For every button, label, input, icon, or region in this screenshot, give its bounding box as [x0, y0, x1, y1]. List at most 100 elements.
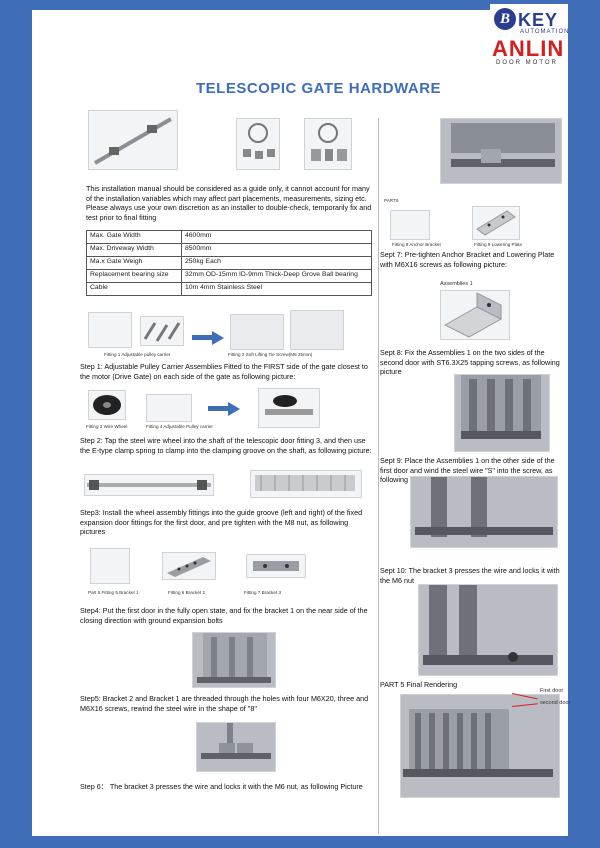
second-door-assembly-image	[454, 374, 550, 452]
step4-text: Step4: Put the first door in the fully o…	[80, 606, 368, 625]
anchor-bracket-image	[390, 210, 430, 240]
page-title: TELESCOPIC GATE HARDWARE	[196, 80, 442, 97]
lowering-plate-image	[472, 206, 520, 240]
spec-value: 8500mm	[181, 243, 372, 257]
assemblies1-label: Assemblies 1	[440, 281, 473, 287]
second-door-label: second door	[540, 700, 571, 706]
bracket2-image	[162, 552, 216, 580]
gate-frame-drawing	[197, 633, 271, 683]
brackets-drawing	[311, 123, 347, 161]
carrier-fitted-image-a	[230, 314, 284, 350]
arrow-right-icon	[212, 331, 224, 345]
wheel-on-shaft-image	[258, 388, 320, 428]
logo-anlin-text: ANLIN	[492, 36, 565, 61]
pulley-carrier-image	[88, 312, 132, 348]
step5-text: Step5: Bracket 2 and Bracket 1 are threa…	[80, 694, 369, 713]
brackets-kit-image	[304, 118, 352, 170]
step2-arrow-shaft	[208, 406, 230, 411]
first-door-label: First door	[540, 688, 564, 694]
guide-groove-image	[84, 474, 214, 496]
pulley-carrier-image-2	[146, 394, 192, 422]
caption-fitting9: Fitting 9 Lowering Plate	[474, 242, 523, 247]
carrier-fitted-image-b	[290, 310, 344, 350]
spec-key: Max. Driveway Width	[86, 243, 182, 257]
step6-text: Step 6： The bracket 3 presses the wire a…	[80, 782, 363, 791]
wire-s-drawing	[415, 477, 553, 537]
tie-screws-image	[140, 316, 184, 346]
caption-fitting6: Fitting 6 Bracket 2	[168, 590, 206, 595]
screws-drawing	[143, 322, 181, 342]
column-divider	[378, 118, 379, 834]
gate-with-bracket-image	[192, 632, 276, 688]
left-margin	[0, 0, 32, 848]
caption-fitting2: Fitting 2 Soft Lifting Tie Screw(M6 25mm…	[228, 352, 313, 357]
step7-text: Sept 7: Pre-tighten Anchor Bracket and L…	[380, 250, 555, 269]
spec-key: Max. Gate Width	[86, 230, 182, 244]
first-door-wire-image	[410, 476, 558, 548]
logo-b-emblem: B	[494, 8, 516, 30]
rail-assembly-image	[88, 110, 178, 170]
caption-fitting3: Fitting 3 Wire Wheel	[86, 424, 128, 429]
logo-key-text: KEY	[518, 10, 559, 30]
wire-wheel-drawing	[93, 395, 121, 415]
caption-fitting4: Fitting 4 Adjustable Pulley carrier	[146, 424, 213, 429]
caption-fitting8: Fitting 8 Anchor Bracket	[392, 242, 441, 247]
bracket2-drawing	[167, 557, 211, 577]
caption-fitting7: Fitting 7 Bracket 3	[244, 590, 282, 595]
wire-wheel-image	[88, 390, 126, 420]
arrow-right-icon	[228, 402, 240, 416]
spec-key: Replacement bearing size	[86, 269, 182, 283]
wheel-shaft-drawing	[265, 395, 313, 415]
rail-drawing	[93, 117, 173, 165]
spec-value: 32mm OD-15mm ID-9mm Thick-Deep Grove Bal…	[181, 269, 372, 283]
fittings-drawing	[255, 475, 355, 491]
top-stripe	[0, 0, 600, 10]
rail-bracket-drawing	[201, 723, 271, 759]
door-drawing	[461, 375, 541, 439]
assembly-drawing	[443, 292, 503, 338]
brand-logo: B KEY AUTOMATION ANLIN DOOR MOTOR	[490, 4, 568, 74]
bracket-on-rail-image	[196, 722, 276, 772]
final-rendering-image	[400, 694, 560, 798]
bracket3-drawing	[253, 561, 299, 571]
step1-text: Step 1: Adjustable Pulley Carrier Assemb…	[80, 362, 368, 381]
bracket3-lock-image	[418, 584, 558, 676]
step8-text: Sept 8: Fix the Assemblies 1 on the two …	[380, 348, 560, 377]
step3-text: Step3: Install the wheel assembly fittin…	[80, 508, 363, 537]
bracket3-lock-drawing	[423, 585, 553, 665]
logo-automation-text: AUTOMATION	[520, 29, 570, 35]
step2-text: Step 2: Tap the steel wire wheel into th…	[80, 436, 372, 455]
spec-value: 10m 4mm Stainless Steel	[181, 282, 372, 296]
cable-kit-image	[236, 118, 280, 170]
part5-heading: PART 5 Final Rendering	[380, 680, 458, 689]
fixed-door-fittings-image	[250, 470, 362, 498]
bracket3-image	[246, 554, 306, 578]
step10-text: Sept 10: The bracket 3 presses the wire …	[380, 566, 560, 585]
step6-wire-lock-image	[440, 118, 562, 184]
caption-fitting5: Part 5 Fitting 5 Bracket 1	[88, 590, 139, 595]
right-margin	[568, 0, 600, 848]
spec-key: Cable	[86, 282, 182, 296]
wire-lock-drawing	[451, 123, 555, 167]
assembly1-image	[440, 290, 510, 340]
groove-drawing	[87, 480, 211, 490]
step9-text: Sept 9: Place the Assemblies 1 on the ot…	[380, 456, 555, 485]
caption-part6: PART6	[384, 198, 399, 203]
final-gate-drawing	[403, 709, 553, 777]
bracket1-image	[90, 548, 130, 584]
bottom-stripe	[0, 836, 600, 848]
plate-drawing	[476, 210, 516, 236]
cable-coil-drawing	[243, 123, 275, 159]
caption-fitting1: Fitting 1 Adjustable pulley carrier	[104, 352, 171, 357]
step1-arrow-shaft	[192, 335, 214, 340]
spec-value: 4600mm	[181, 230, 372, 244]
logo-door-motor-text: DOOR MOTOR	[496, 60, 558, 66]
spec-key: Ma.x Gate Weigh	[86, 256, 182, 270]
spec-value: 250kg Each	[181, 256, 372, 270]
